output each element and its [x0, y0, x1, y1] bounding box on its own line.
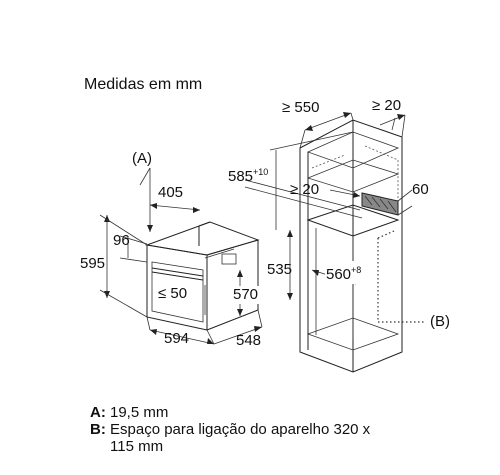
dim-body-height: 570: [232, 286, 260, 304]
legend-a-text: 19,5 mm: [110, 404, 169, 421]
oven-side: [206, 239, 259, 331]
dim-side-clearance: ≥ 20: [372, 97, 402, 114]
oven-door: [151, 261, 204, 323]
dim-oven-width: 594: [164, 330, 190, 347]
label-a-reference: (A): [132, 150, 152, 167]
dim-oven-depth: 548: [236, 332, 262, 349]
legend-a: A: 19,5 mm: [90, 404, 168, 421]
legend-b-text: Espaço para ligação do aparelho 320 x: [110, 421, 371, 438]
dim-oven-height: 595: [80, 255, 106, 272]
connection-area: [377, 238, 426, 323]
dim-panel-height: 96: [113, 232, 130, 249]
dim-depth-top: 405: [158, 184, 184, 201]
dim-vent: 60: [412, 181, 429, 198]
legend-b-continued: 115 mm: [110, 438, 164, 455]
dim-niche-width: 560+8: [325, 261, 363, 284]
legend-a-key: A:: [90, 404, 106, 421]
oven-dimensions: [99, 167, 263, 345]
diagram-title: Medidas em mm: [84, 76, 203, 93]
dim-cabinet-min-depth: ≥ 550: [282, 99, 320, 116]
niche-width-value: 560: [326, 266, 352, 283]
niche-width-tolerance: +8: [351, 265, 362, 275]
label-b-reference: (B): [430, 313, 450, 330]
dim-height-585: 585+10: [228, 163, 268, 186]
cabinet-dimensions: [244, 112, 413, 300]
niche-top: [306, 204, 400, 237]
height-585-value: 585: [228, 168, 254, 185]
legend-b: B: Espaço para ligação do aparelho 320 x: [90, 421, 370, 438]
oven-top: [145, 221, 260, 256]
dim-inner-clearance: ≥ 20: [290, 181, 320, 198]
oven-handle: [151, 267, 204, 277]
dim-handle-gap: ≤ 50: [158, 285, 188, 302]
legend-b-key: B:: [90, 421, 106, 438]
vent-opening: [361, 192, 399, 216]
height-585-tolerance: +10: [253, 167, 269, 177]
dim-niche-height: 535: [267, 261, 293, 278]
cabinet-outline: [299, 119, 403, 373]
cabinet-drawing: [299, 119, 426, 373]
